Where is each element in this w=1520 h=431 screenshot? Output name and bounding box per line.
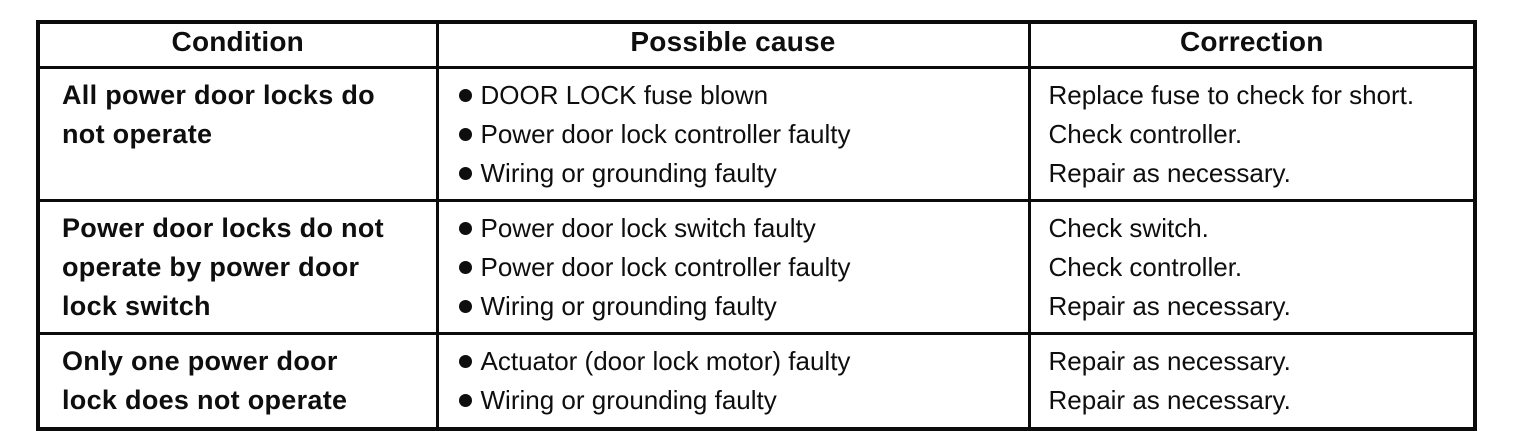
- cause-text: Wiring or grounding faulty: [480, 385, 777, 415]
- table-row: Power door locks do not operate by power…: [36, 199, 1477, 335]
- cause-item: Wiring or grounding faulty: [458, 154, 1018, 193]
- bullet-icon: [458, 167, 472, 180]
- condition-text: lock switch: [62, 291, 211, 321]
- correction-text: Repair as necessary.: [1048, 346, 1291, 376]
- cause-item: Power door lock controller faulty: [458, 115, 1018, 154]
- troubleshooting-table-container: Condition Possible cause Correction All …: [36, 20, 1477, 431]
- header-possible-cause: Possible cause: [435, 20, 1031, 69]
- correction-text: Check switch.: [1048, 213, 1209, 243]
- condition-text: lock does not operate: [62, 385, 348, 415]
- condition-cell: Power door locks do not operate by power…: [36, 199, 439, 335]
- cause-text: Wiring or grounding faulty: [480, 291, 777, 321]
- correction-cell: Replace fuse to check for short. Check c…: [1027, 66, 1477, 202]
- condition-cell: All power door locks do not operate: [36, 66, 439, 202]
- correction-cell: Check switch. Check controller. Repair a…: [1027, 199, 1477, 335]
- header-row: Condition Possible cause Correction: [36, 20, 1477, 69]
- cause-item: Wiring or grounding faulty: [458, 381, 1018, 420]
- possible-cause-cell: Power door lock switch faulty Power door…: [435, 199, 1031, 335]
- condition-text: Power door locks do not: [62, 213, 384, 243]
- cause-item: Actuator (door lock motor) faulty: [458, 342, 1018, 381]
- table-row: All power door locks do not operate DOOR…: [36, 66, 1477, 202]
- bullet-icon: [458, 394, 472, 407]
- bullet-icon: [458, 222, 472, 235]
- cause-item: DOOR LOCK fuse blown: [458, 76, 1018, 115]
- cause-text: Power door lock controller faulty: [480, 252, 851, 282]
- cause-item: Power door lock controller faulty: [458, 248, 1018, 287]
- correction-text: Check controller.: [1048, 119, 1243, 149]
- correction-text: Replace fuse to check for short.: [1048, 80, 1415, 110]
- cause-text: Wiring or grounding faulty: [480, 158, 777, 188]
- possible-cause-cell: DOOR LOCK fuse blown Power door lock con…: [435, 66, 1031, 202]
- correction-text: Repair as necessary.: [1048, 291, 1291, 321]
- cause-text: Power door lock controller faulty: [480, 119, 851, 149]
- correction-text: Check controller.: [1048, 252, 1243, 282]
- condition-text: operate by power door: [62, 252, 360, 282]
- correction-text: Repair as necessary.: [1048, 385, 1291, 415]
- bullet-icon: [458, 89, 472, 102]
- header-condition: Condition: [36, 20, 439, 69]
- header-correction: Correction: [1027, 20, 1477, 69]
- bullet-icon: [458, 300, 472, 313]
- bullet-icon: [458, 261, 472, 274]
- cause-item: Wiring or grounding faulty: [458, 287, 1018, 326]
- cause-text: DOOR LOCK fuse blown: [480, 80, 769, 110]
- table-row: Only one power door lock does not operat…: [36, 332, 1477, 431]
- cause-text: Actuator (door lock motor) faulty: [480, 346, 851, 376]
- cause-item: Power door lock switch faulty: [458, 209, 1018, 248]
- bullet-icon: [458, 355, 472, 368]
- condition-text: All power door locks do: [62, 80, 375, 110]
- correction-cell: Repair as necessary. Repair as necessary…: [1027, 332, 1477, 431]
- condition-text: not operate: [62, 119, 213, 149]
- possible-cause-cell: Actuator (door lock motor) faulty Wiring…: [435, 332, 1031, 431]
- condition-cell: Only one power door lock does not operat…: [36, 332, 439, 431]
- bullet-icon: [458, 128, 472, 141]
- cause-text: Power door lock switch faulty: [480, 213, 816, 243]
- condition-text: Only one power door: [62, 346, 338, 376]
- correction-text: Repair as necessary.: [1048, 158, 1291, 188]
- troubleshooting-table: Condition Possible cause Correction All …: [36, 20, 1477, 431]
